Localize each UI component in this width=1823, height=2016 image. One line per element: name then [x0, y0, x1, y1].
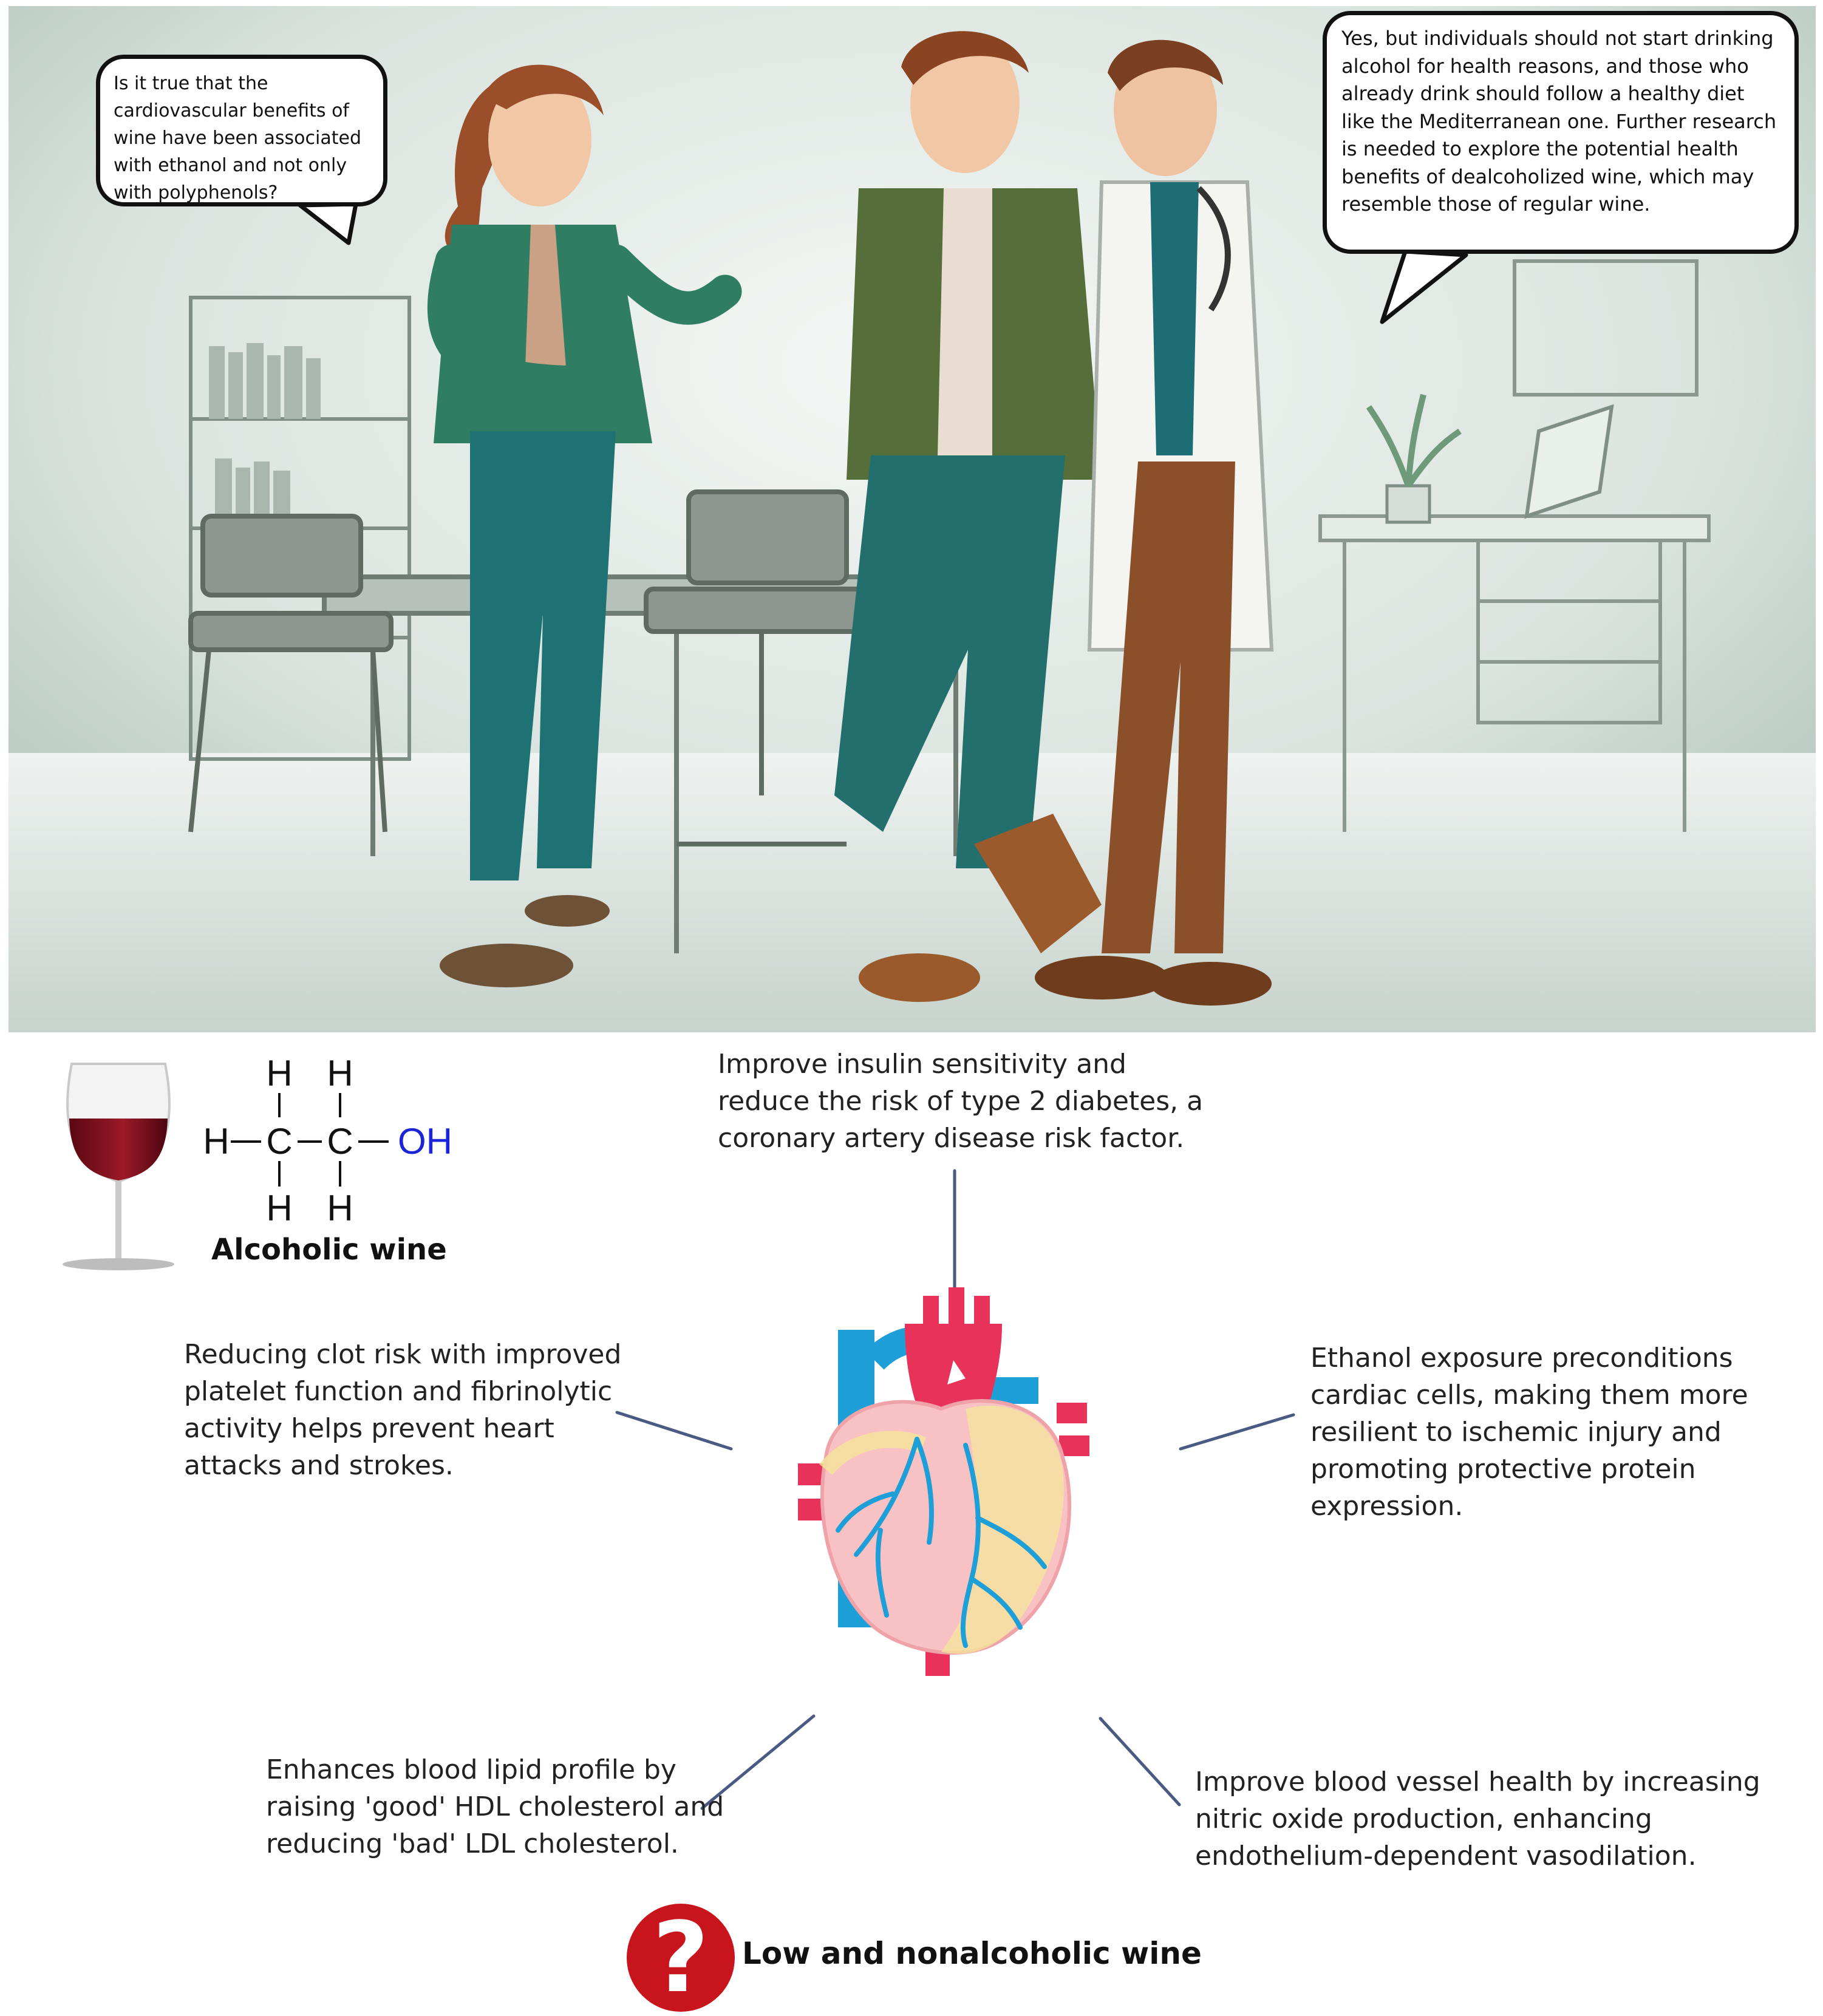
- speech-text-left: Is it true that the cardiovascular benef…: [114, 73, 362, 203]
- right-desk: [1318, 259, 1711, 832]
- benefit-ischemic-preconditioning: Ethanol exposure preconditions cardiac c…: [1310, 1343, 1748, 1522]
- connector-bottom-right: [1099, 1717, 1181, 1807]
- atom-c-1: C: [266, 1121, 292, 1162]
- question-mark-icon: ?: [627, 1902, 735, 2013]
- atom-c-2: C: [327, 1121, 353, 1162]
- atom-h-bottom-2: H: [327, 1188, 353, 1228]
- chair-right: [644, 489, 879, 846]
- atom-h-top-2: H: [327, 1053, 353, 1094]
- potted-plant: [1366, 393, 1462, 524]
- doctor-figure: [1035, 39, 1274, 1006]
- atom-h-top-1: H: [266, 1053, 292, 1094]
- heart-icon: [798, 1287, 1089, 1676]
- speech-bubble-right: Yes, but individuals should not start dr…: [1323, 11, 1799, 254]
- speech-bubble-left: Is it true that the cardiovascular benef…: [96, 55, 387, 206]
- atom-oh: OH: [398, 1121, 452, 1162]
- alcoholic-wine-label: Alcoholic wine: [211, 1233, 447, 1267]
- chair-left: [188, 514, 394, 833]
- ethanol-structural-formula: H H H C C H H OH: [203, 1053, 452, 1228]
- atom-h-bottom-1: H: [266, 1188, 292, 1228]
- young-man-figure: [834, 31, 1102, 1002]
- benefit-vascular-health: Improve blood vessel health by increasin…: [1195, 1766, 1760, 1871]
- woman-figure: [427, 64, 742, 987]
- nonalcoholic-wine-label: Low and nonalcoholic wine: [742, 1936, 1202, 1971]
- connector-right: [1179, 1413, 1295, 1451]
- benefit-lipid-profile: Enhances blood lipid profile by raising …: [266, 1754, 724, 1859]
- speech-text-right: Yes, but individuals should not start dr…: [1341, 27, 1777, 216]
- benefit-insulin-sensitivity: Improve insulin sensitivity and reduce t…: [718, 1049, 1204, 1154]
- wine-glass-icon: [63, 1063, 174, 1270]
- question-glyph: ?: [653, 1902, 709, 2013]
- benefit-clot-risk: Reducing clot risk with improved platele…: [184, 1339, 622, 1481]
- laptop: [1524, 404, 1614, 519]
- atom-h-left: H: [203, 1121, 229, 1162]
